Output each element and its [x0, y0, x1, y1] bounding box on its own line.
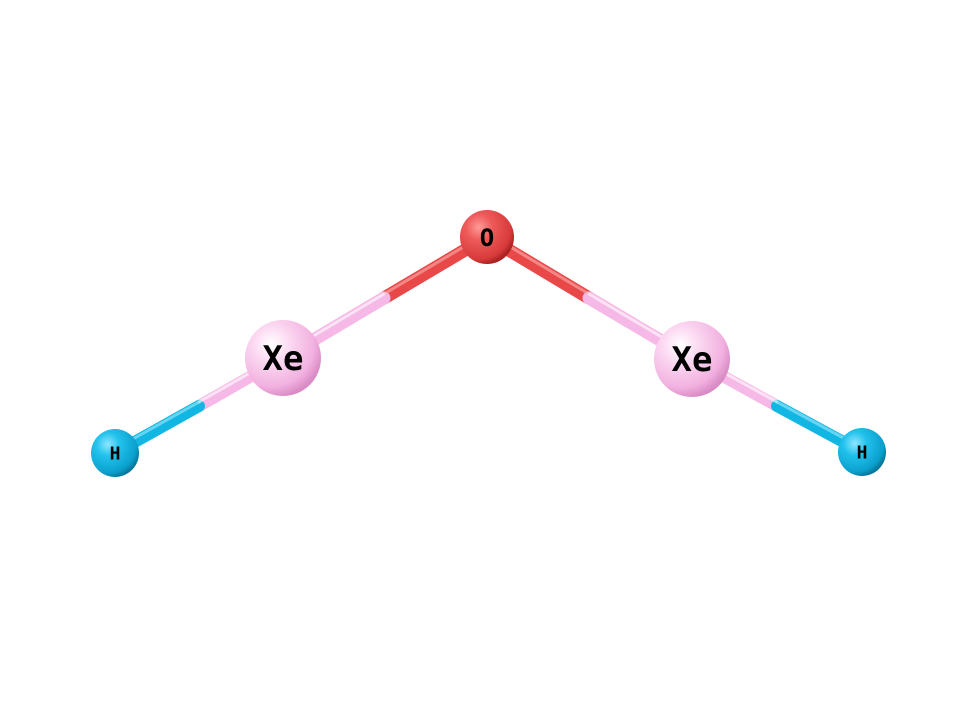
bonds-group [109, 230, 868, 459]
atom-oxygen[interactable]: O [460, 210, 514, 264]
atom-hydrogen-right[interactable]: H [838, 428, 886, 476]
xenon-left-sphere [245, 320, 321, 396]
atom-label-o: O [480, 224, 494, 252]
atom-hydrogen-left[interactable]: H [91, 429, 139, 477]
atom-label-xe-left: Xe [263, 339, 304, 379]
atom-xenon-left[interactable]: Xe [245, 320, 321, 396]
oxygen-sphere [460, 210, 514, 264]
atom-xenon-right[interactable]: Xe [654, 321, 730, 397]
atoms-group: O Xe Xe H H [91, 210, 886, 477]
atom-label-h-left: H [110, 444, 121, 465]
atom-label-h-right: H [857, 443, 868, 464]
xenon-right-sphere [654, 321, 730, 397]
hydrogen-left-sphere [91, 429, 139, 477]
hydrogen-right-sphere [838, 428, 886, 476]
atom-label-xe-right: Xe [672, 340, 713, 380]
